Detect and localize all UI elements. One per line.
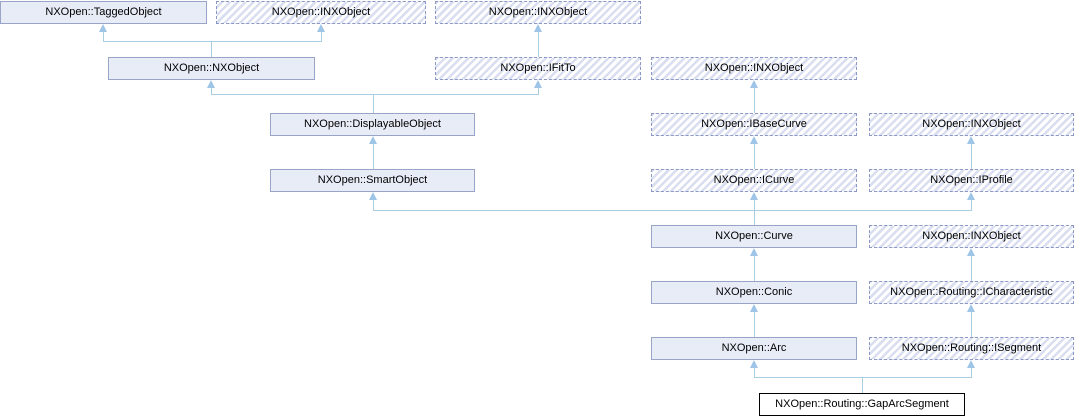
node-nxopen-displayableobject[interactable]: NXOpen::DisplayableObject (270, 113, 475, 136)
edge-line (373, 94, 374, 113)
edge-line (971, 200, 972, 210)
arrowhead-icon (967, 360, 975, 368)
edge-line (862, 377, 863, 393)
edge-line (754, 200, 755, 225)
node-nxopen-ifitto[interactable]: NXOpen::IFitTo (435, 57, 641, 80)
edge-line (211, 88, 212, 94)
node-nxopen-conic[interactable]: NXOpen::Conic (651, 281, 857, 304)
node-nxopen-inxobject-5[interactable]: NXOpen::INXObject (869, 225, 1074, 248)
arrowhead-icon (207, 80, 215, 88)
node-nxopen-ibasecurve[interactable]: NXOpen::IBaseCurve (651, 113, 857, 136)
node-nxopen-smartobject[interactable]: NXOpen::SmartObject (270, 169, 475, 192)
edge-line (211, 41, 212, 57)
edge-line (754, 256, 755, 281)
arrowhead-icon (750, 80, 758, 88)
node-nxopen-routing-icharacteristic[interactable]: NXOpen::Routing::ICharacteristic (869, 281, 1074, 304)
edge-line (321, 32, 322, 41)
node-nxopen-arc[interactable]: NXOpen::Arc (651, 337, 857, 360)
edge-line (971, 256, 972, 281)
arrowhead-icon (317, 24, 325, 32)
node-nxopen-nxobject[interactable]: NXOpen::NXObject (108, 57, 315, 80)
arrowhead-icon (750, 304, 758, 312)
arrowhead-icon (967, 192, 975, 200)
node-nxopen-curve[interactable]: NXOpen::Curve (651, 225, 857, 248)
node-nxopen-inxobject-4[interactable]: NXOpen::INXObject (869, 113, 1074, 136)
arrowhead-icon (99, 24, 107, 32)
edge-line (211, 94, 539, 95)
node-nxopen-inxobject-1[interactable]: NXOpen::INXObject (216, 1, 426, 24)
node-nxopen-inxobject-2[interactable]: NXOpen::INXObject (435, 1, 641, 24)
arrowhead-icon (369, 136, 377, 144)
edge-line (373, 144, 374, 169)
node-nxopen-routing-gaparcsegment: NXOpen::Routing::GapArcSegment (759, 393, 965, 416)
node-nxopen-routing-isegment[interactable]: NXOpen::Routing::ISegment (869, 337, 1074, 360)
edge-line (103, 41, 322, 42)
edge-line (754, 368, 755, 377)
edge-line (754, 144, 755, 169)
arrowhead-icon (750, 136, 758, 144)
edge-line (754, 312, 755, 337)
edge-line (373, 210, 972, 211)
edge-line (971, 368, 972, 377)
edge-line (754, 88, 755, 113)
edge-line (538, 32, 539, 57)
edge-line (538, 88, 539, 94)
arrowhead-icon (750, 360, 758, 368)
arrowhead-icon (534, 24, 542, 32)
node-nxopen-inxobject-3[interactable]: NXOpen::INXObject (651, 57, 857, 80)
arrowhead-icon (967, 304, 975, 312)
arrowhead-icon (750, 248, 758, 256)
node-nxopen-taggedobject[interactable]: NXOpen::TaggedObject (0, 1, 207, 24)
edge-line (373, 200, 374, 210)
arrowhead-icon (750, 192, 758, 200)
node-nxopen-iprofile[interactable]: NXOpen::IProfile (869, 169, 1074, 192)
arrowhead-icon (534, 80, 542, 88)
edge-line (103, 32, 104, 41)
edge-line (754, 377, 972, 378)
node-nxopen-icurve[interactable]: NXOpen::ICurve (651, 169, 857, 192)
edge-line (971, 312, 972, 337)
arrowhead-icon (369, 192, 377, 200)
edge-line (971, 144, 972, 169)
arrowhead-icon (967, 248, 975, 256)
arrowhead-icon (967, 136, 975, 144)
